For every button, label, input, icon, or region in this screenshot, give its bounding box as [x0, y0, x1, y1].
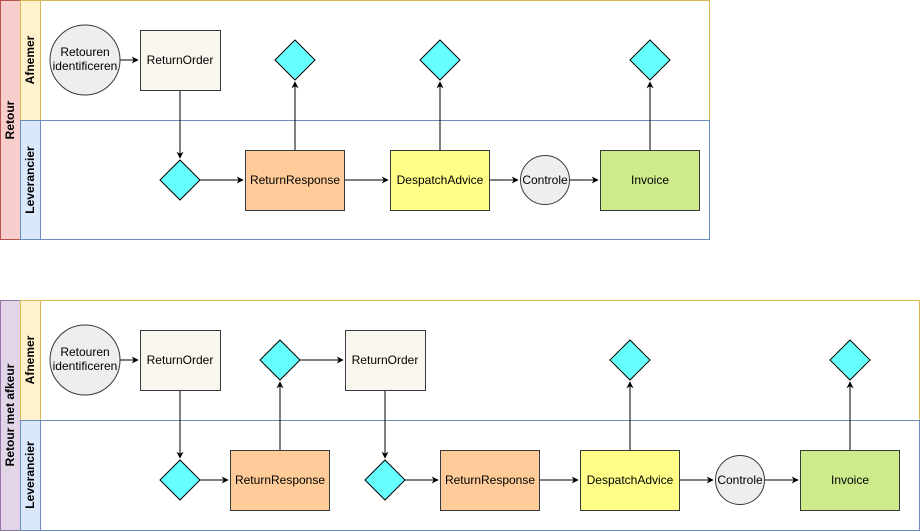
start-event-label: Retouren — [60, 345, 109, 359]
task-return-order-label: ReturnOrder — [147, 353, 214, 367]
gateway — [419, 39, 461, 81]
start-event-label: Retouren — [60, 45, 109, 59]
task-return-response — [245, 150, 345, 211]
pool-retour-edges — [120, 56, 654, 184]
gateway — [159, 159, 201, 201]
controle-event — [715, 455, 765, 505]
task-despatch-advice-label: DespatchAdvice — [587, 473, 674, 487]
lane-afnemer-title: Afnemer — [23, 335, 37, 384]
start-event-label-line2: identificeren — [53, 359, 118, 373]
task-despatch-advice — [580, 450, 680, 511]
lane-leverancier-title: Leverancier — [23, 146, 37, 214]
task-return-order — [140, 30, 221, 91]
task-return-response-2-label: ReturnResponse — [445, 473, 535, 487]
task-despatch-advice — [390, 150, 490, 211]
gateway — [274, 39, 316, 81]
pool-retour-met-afkeur-edges — [120, 356, 854, 484]
task-return-order — [140, 330, 221, 391]
lane-leverancier-title: Leverancier — [23, 441, 37, 509]
start-event — [49, 324, 121, 396]
task-return-response-label: ReturnResponse — [250, 173, 340, 187]
task-invoice-label: Invoice — [831, 473, 869, 487]
pool-retour-met-afkeur: Retour met afkeur Afnemer Leverancier Re… — [0, 300, 920, 531]
task-invoice — [800, 450, 900, 511]
controle-event-label: Controle — [717, 473, 763, 487]
gateway — [259, 339, 301, 381]
gateway — [364, 459, 406, 501]
task-return-response — [230, 450, 330, 511]
task-invoice — [600, 150, 700, 211]
task-return-response-2 — [440, 450, 540, 511]
task-return-order-2-label: ReturnOrder — [352, 353, 419, 367]
controle-event — [520, 155, 570, 205]
start-event-label-line2: identificeren — [53, 59, 118, 73]
task-despatch-advice-label: DespatchAdvice — [397, 173, 484, 187]
controle-event-label: Controle — [522, 173, 568, 187]
start-event — [49, 24, 121, 96]
gateway — [609, 339, 651, 381]
task-return-response-label: ReturnResponse — [235, 473, 325, 487]
task-return-order-2 — [345, 330, 426, 391]
gateway — [159, 459, 201, 501]
pool-retour-title: Retour — [3, 100, 17, 139]
gateway — [629, 39, 671, 81]
lane-afnemer-title: Afnemer — [23, 35, 37, 84]
task-invoice-label: Invoice — [631, 173, 669, 187]
task-return-order-label: ReturnOrder — [147, 53, 214, 67]
gateway — [829, 339, 871, 381]
pool-retour-met-afkeur-title: Retour met afkeur — [3, 363, 17, 466]
